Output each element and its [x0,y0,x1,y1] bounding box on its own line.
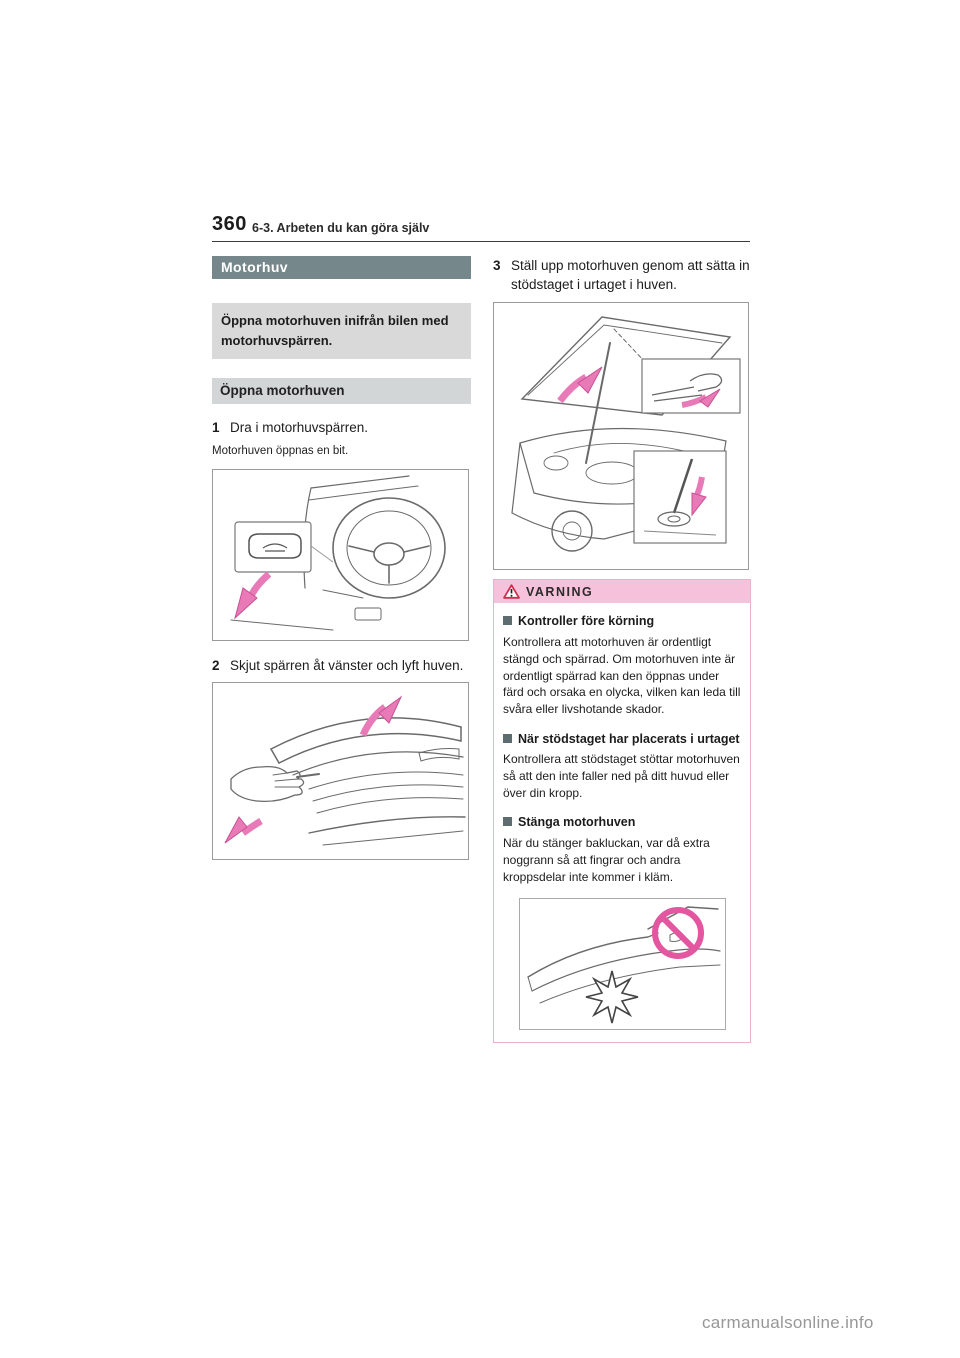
hood-closing-warning-drawing [526,906,721,1024]
slide-arrow-icon [224,816,263,844]
hood-release-lever-drawing [230,475,446,631]
square-bullet-icon [503,616,512,626]
warning-item-3-heading: Stänga motorhuven [503,814,741,831]
step-3-number: 3 [493,258,501,273]
lever-callout [234,521,334,573]
page-number: 360 [212,213,247,235]
step-3: 3 Ställ upp motorhuven genom att sätta i… [493,256,751,294]
step-1-text: Dra i motorhuvspärren. [230,420,369,436]
pull-arrow-icon [234,571,272,620]
step-2-number: 2 [212,657,220,673]
header-divider [212,241,750,242]
left-column: Motorhuv Öppna motorhuven inifrån bilen … [212,256,471,861]
warning-block: VARNING Kontroller före körning Kontroll… [493,579,751,1044]
warning-item-1-body: Kontrollera att motorhuven är ordentligt… [503,635,741,716]
hood-support-rod-drawing [511,316,741,553]
step-1: 1 Dra i motorhuvspärren. [212,418,471,437]
hood-support-rod-illustration [493,302,749,571]
step-2: 2 Skjut spärren åt vänster och lyft huve… [212,656,471,675]
square-bullet-icon [503,817,512,827]
rod-socket-inset [633,450,727,544]
intro-summary-box: Öppna motorhuven inifrån bilen med motor… [212,303,471,360]
warning-triangle-icon [503,584,520,600]
warning-content: Kontroller före körning Kontrollera att … [494,603,750,1042]
right-column: 3 Ställ upp motorhuven genom att sätta i… [493,256,751,1044]
warning-item-2-body: Kontrollera att stödstaget stöttar motor… [503,752,740,800]
subsection-title-bar: Öppna motorhuven [212,378,471,405]
hood-release-lever-illustration [212,468,469,641]
warning-item-1-heading: Kontroller före körning [503,613,741,630]
hood-underside-arrow-icon [557,366,603,404]
step-3-text: Ställ upp motorhuven genom att sätta in … [511,258,750,293]
prohibition-circle-icon [651,907,704,960]
step-1-number: 1 [212,420,220,436]
warning-header-bar: VARNING [494,580,750,604]
step-2-text: Skjut spärren åt vänster och lyft huven. [230,657,464,673]
warning-title: VARNING [526,584,594,599]
square-bullet-icon [503,733,512,743]
watermark: carmanualsonline.info [702,1313,874,1332]
chapter-header: 6-3. Arbeten du kan göra själv [252,221,430,235]
warning-item-2-heading: När stödstaget har placerats i urtaget [503,731,741,748]
section-title-bar: Motorhuv [212,256,471,279]
pinch-starburst-icon [585,971,638,1024]
warning-item-3-body: När du stänger bakluckan, var då extra n… [503,836,710,884]
lift-arrow-icon [359,695,403,737]
step-1-note: Motorhuven öppnas en bit. [212,445,349,458]
hood-latch-illustration [212,682,469,861]
stay-clip-inset [641,358,741,414]
hood-latch-drawing [224,695,466,846]
hood-closing-warning-illustration [518,898,726,1031]
